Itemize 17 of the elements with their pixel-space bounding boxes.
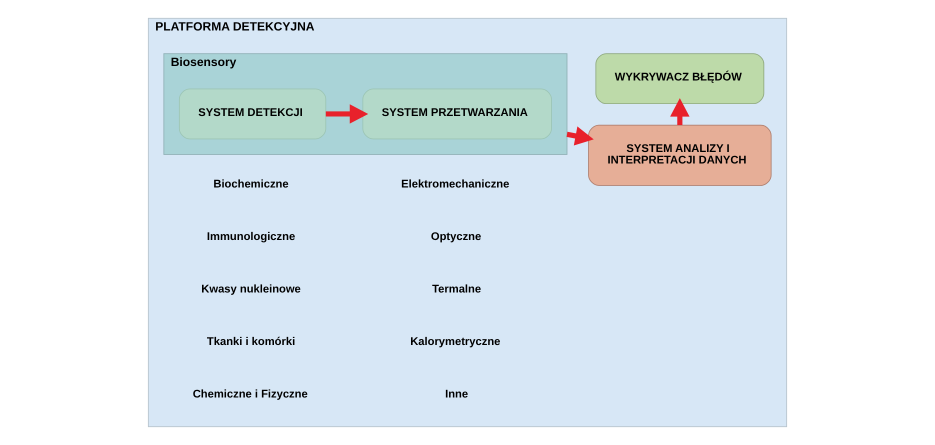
label: Tkanki i komórki: [206, 336, 296, 348]
label: Chemiczne i Fizyczne: [192, 388, 308, 401]
label: Kwasy nukleinowe: [201, 284, 301, 296]
label: Optyczne: [430, 231, 482, 244]
node-box: SYSTEM PRZETWARZANIA: [362, 88, 552, 140]
label: Termalne: [432, 284, 482, 296]
label: Inne: [445, 388, 468, 401]
node-box: SYSTEM DETEKCJI: [178, 88, 326, 140]
label: Biochemiczne: [213, 178, 289, 191]
arrow: [326, 104, 368, 124]
arrow: [566, 126, 594, 146]
node-box: WYKRYWACZ BŁĘDÓW: [595, 53, 764, 104]
label: Kalorymetryczne: [410, 336, 500, 348]
arrow: [670, 98, 690, 126]
label: Elektromechaniczne: [401, 178, 510, 191]
node-box: SYSTEM ANALIZY I INTERPRETACJI DANYCH: [588, 124, 772, 186]
label: Immunologiczne: [206, 231, 296, 244]
